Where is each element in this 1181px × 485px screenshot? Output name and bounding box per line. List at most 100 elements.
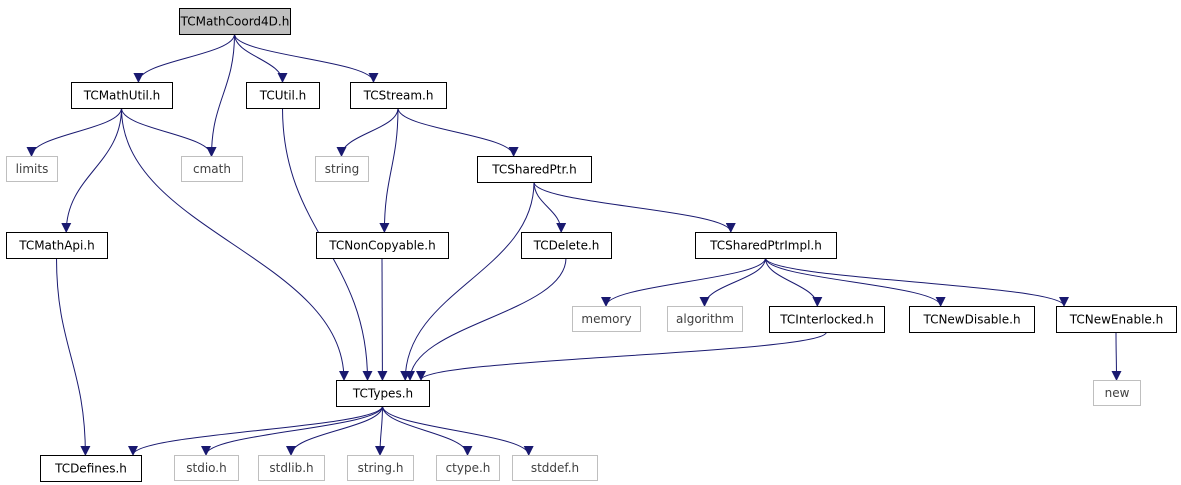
node-label: memory bbox=[581, 312, 631, 326]
node-label: TCSharedPtrImpl.h bbox=[709, 239, 822, 253]
node-box bbox=[6, 232, 108, 259]
edge-types-to-defines bbox=[128, 405, 383, 456]
node-stddef: stddef.h bbox=[512, 455, 598, 481]
edge-sharedptrimpl-to-newdisable bbox=[765, 257, 946, 307]
node-box bbox=[246, 82, 320, 109]
edge-sharedptrimpl-to-newenable bbox=[765, 257, 1069, 307]
node-label: ctype.h bbox=[446, 461, 491, 475]
node-label: TCStream.h bbox=[363, 89, 434, 103]
node-label: stddef.h bbox=[531, 461, 579, 475]
node-interlocked[interactable]: TCInterlocked.h bbox=[769, 306, 885, 333]
edge-delete-to-types bbox=[405, 257, 567, 381]
edge-coord4d-to-util bbox=[234, 33, 288, 83]
edge-coord4d-to-mathutil bbox=[133, 33, 235, 83]
node-box bbox=[316, 232, 449, 259]
edge-types-to-ctype bbox=[382, 405, 473, 456]
edge-types-to-stdlib bbox=[286, 405, 383, 456]
node-new: new bbox=[1093, 380, 1141, 406]
node-string: string bbox=[315, 156, 369, 182]
node-mathutil[interactable]: TCMathUtil.h bbox=[71, 82, 173, 109]
node-label: TCMathApi.h bbox=[18, 239, 95, 253]
node-stdio: stdio.h bbox=[174, 455, 239, 481]
node-label: TCNewEnable.h bbox=[1069, 313, 1163, 327]
node-box bbox=[181, 156, 243, 182]
node-box bbox=[336, 380, 430, 407]
edge-mathutil-to-cmath bbox=[121, 107, 217, 157]
node-label: TCNewDisable.h bbox=[922, 313, 1020, 327]
node-stdlib: stdlib.h bbox=[258, 455, 325, 481]
node-stream[interactable]: TCStream.h bbox=[350, 82, 447, 109]
node-newenable[interactable]: TCNewEnable.h bbox=[1056, 306, 1177, 333]
edge-sharedptrimpl-to-memory bbox=[601, 257, 766, 307]
node-algorithm: algorithm bbox=[667, 306, 743, 332]
node-box bbox=[1056, 306, 1177, 333]
node-mathapi[interactable]: TCMathApi.h bbox=[6, 232, 108, 259]
node-box bbox=[174, 455, 239, 481]
node-label: cmath bbox=[193, 162, 231, 176]
node-box bbox=[909, 306, 1035, 333]
node-label: string bbox=[325, 162, 359, 176]
edge-sharedptr-to-sharedptrimpl bbox=[533, 181, 736, 233]
node-delete[interactable]: TCDelete.h bbox=[521, 232, 612, 259]
node-label: TCTypes.h bbox=[352, 387, 413, 401]
edges-layer bbox=[26, 33, 1122, 456]
node-limits: limits bbox=[6, 156, 58, 182]
node-label: TCSharedPtr.h bbox=[491, 163, 576, 177]
edge-coord4d-to-cmath bbox=[206, 33, 235, 157]
node-stringh: string.h bbox=[347, 455, 414, 481]
node-box bbox=[1093, 380, 1141, 406]
node-label: TCUtil.h bbox=[259, 89, 307, 103]
node-box bbox=[572, 306, 641, 332]
node-label: limits bbox=[16, 162, 49, 176]
node-coord4d[interactable]: TCMathCoord4D.h bbox=[179, 8, 291, 35]
node-sharedptrimpl[interactable]: TCSharedPtrImpl.h bbox=[695, 232, 837, 259]
edge-stream-to-noncopyable bbox=[379, 107, 399, 233]
node-label: TCDefines.h bbox=[54, 462, 127, 476]
node-types[interactable]: TCTypes.h bbox=[336, 380, 430, 407]
node-box bbox=[769, 306, 885, 333]
node-noncopyable[interactable]: TCNonCopyable.h bbox=[316, 232, 449, 259]
node-label: TCMathCoord4D.h bbox=[180, 15, 290, 29]
node-box bbox=[71, 82, 173, 109]
node-box bbox=[40, 455, 142, 482]
node-box bbox=[350, 82, 447, 109]
edge-newenable-to-new bbox=[1111, 331, 1122, 381]
node-label: stdio.h bbox=[186, 461, 226, 475]
node-label: stdlib.h bbox=[269, 461, 313, 475]
edge-mathutil-to-types bbox=[121, 107, 349, 381]
node-cmath: cmath bbox=[181, 156, 243, 182]
node-label: TCNonCopyable.h bbox=[328, 239, 435, 253]
edge-types-to-stddef bbox=[382, 405, 534, 456]
edge-interlocked-to-types bbox=[416, 331, 827, 381]
edge-types-to-stdio bbox=[201, 405, 383, 456]
node-label: TCMathUtil.h bbox=[83, 89, 161, 103]
node-label: algorithm bbox=[676, 312, 734, 326]
edge-mathutil-to-mathapi bbox=[61, 107, 122, 233]
node-label: string.h bbox=[358, 461, 404, 475]
node-box bbox=[477, 156, 592, 183]
node-box bbox=[521, 232, 612, 259]
edge-sharedptr-to-delete bbox=[533, 181, 567, 233]
node-defines[interactable]: TCDefines.h bbox=[40, 455, 142, 482]
node-box bbox=[512, 455, 598, 481]
node-label: TCInterlocked.h bbox=[779, 313, 873, 327]
edge-sharedptrimpl-to-interlocked bbox=[765, 257, 823, 307]
edge-stream-to-string bbox=[336, 107, 399, 157]
edge-mathapi-to-defines bbox=[56, 257, 91, 456]
edge-stream-to-sharedptr bbox=[397, 107, 519, 157]
edge-mathutil-to-limits bbox=[26, 107, 122, 157]
edge-sharedptr-to-types bbox=[400, 181, 535, 381]
node-box bbox=[347, 455, 414, 481]
node-box bbox=[667, 306, 743, 332]
node-box bbox=[315, 156, 369, 182]
node-sharedptr[interactable]: TCSharedPtr.h bbox=[477, 156, 592, 183]
node-ctype: ctype.h bbox=[436, 455, 500, 481]
edge-sharedptrimpl-to-algorithm bbox=[699, 257, 766, 307]
node-util[interactable]: TCUtil.h bbox=[246, 82, 320, 109]
node-box bbox=[179, 8, 291, 35]
node-box bbox=[436, 455, 500, 481]
node-newdisable[interactable]: TCNewDisable.h bbox=[909, 306, 1035, 333]
node-label: new bbox=[1105, 386, 1130, 400]
edge-types-to-stringh bbox=[375, 405, 386, 456]
